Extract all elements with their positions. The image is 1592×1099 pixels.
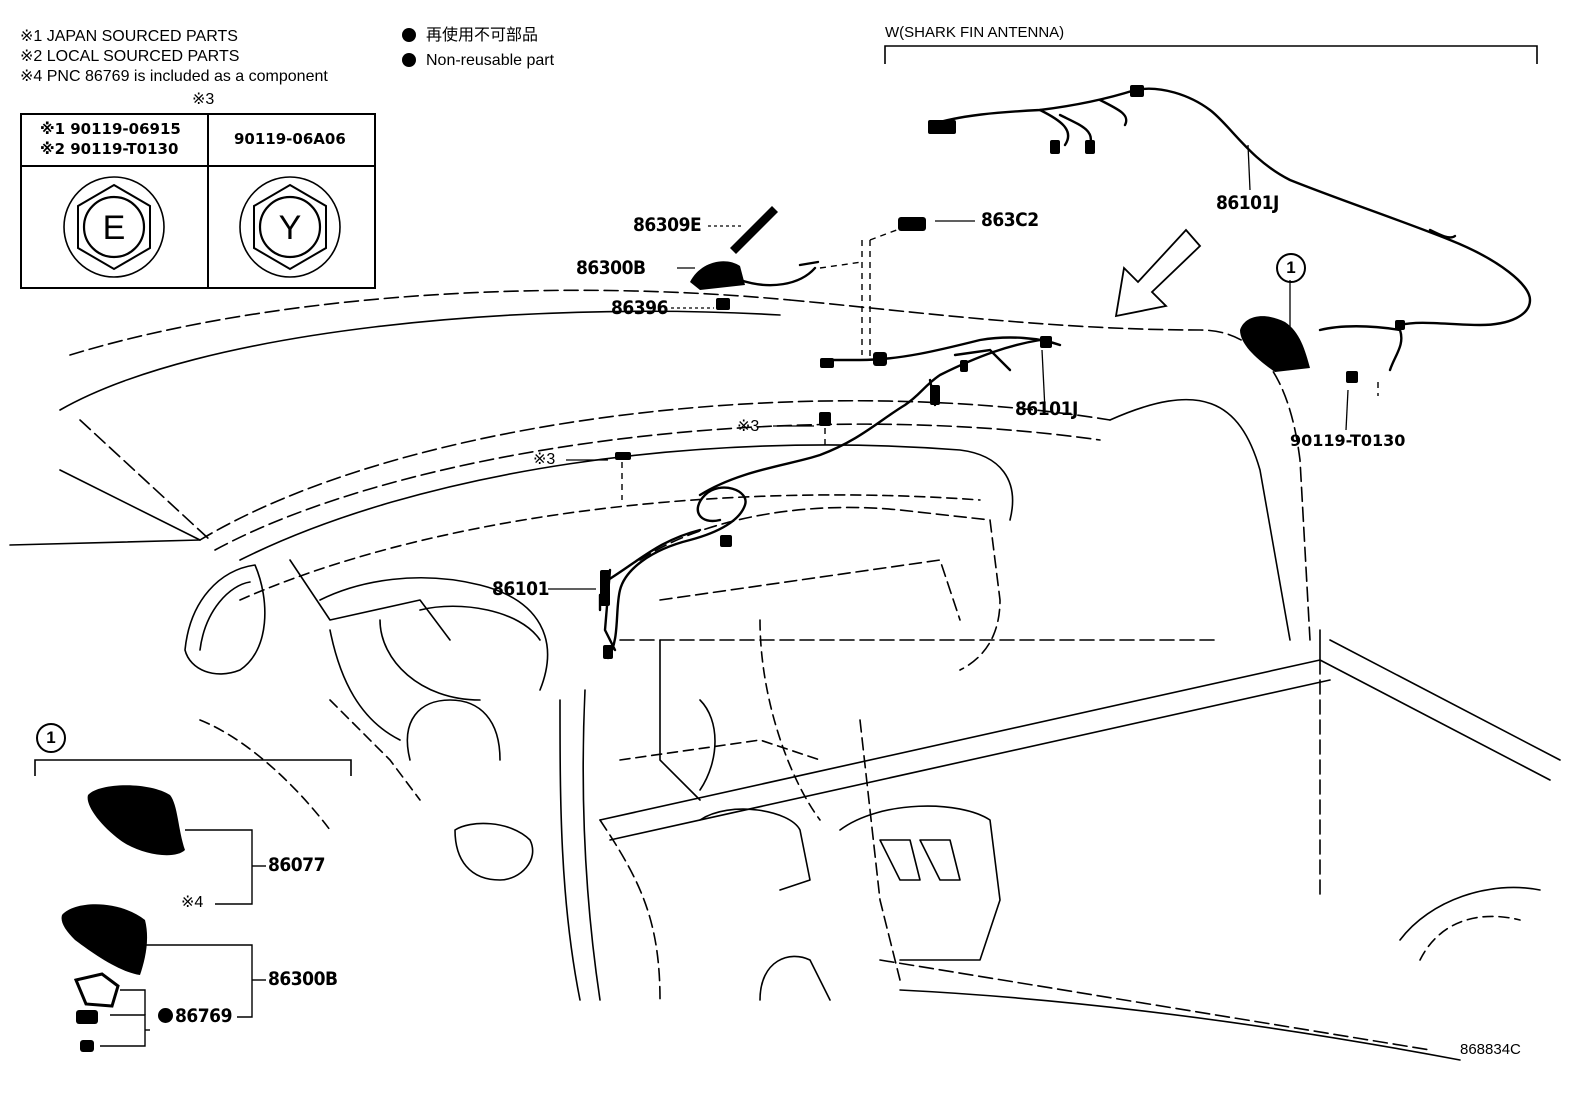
- inset-86769-label: 86769: [175, 1005, 232, 1027]
- callout-86101[interactable]: 86101: [492, 578, 549, 600]
- table-cell-part-a: ※1 90119-06915: [40, 120, 181, 138]
- inset-86077[interactable]: 86077: [268, 854, 325, 876]
- table-cell-part-b: ※2 90119-T0130: [40, 140, 179, 158]
- legend-english: Non-reusable part: [402, 52, 554, 70]
- bolt-letter-y: Y: [279, 209, 302, 247]
- diagram-id: 868834C: [1460, 1041, 1521, 1058]
- note-pnc-component: ※4 PNC 86769 is included as a component: [20, 68, 328, 85]
- circle-ref-1-main[interactable]: 1: [1276, 253, 1306, 283]
- callout-90119-T0130[interactable]: 90119-T0130: [1290, 431, 1406, 450]
- callout-863C2[interactable]: 863C2: [981, 209, 1039, 231]
- bolt-letter-e: E: [103, 209, 126, 247]
- table-divider-vertical: [207, 115, 209, 287]
- note-japan-sourced: ※1 JAPAN SOURCED PARTS: [20, 28, 238, 45]
- callout-86396[interactable]: 86396: [611, 297, 668, 319]
- callout-ref3-right: ※3: [737, 418, 760, 435]
- table-header-ref: ※3: [192, 91, 215, 108]
- non-reusable-dot-icon: [402, 53, 416, 67]
- group-title: W(SHARK FIN ANTENNA): [885, 24, 1065, 41]
- inset-86769[interactable]: 86769: [158, 1005, 232, 1027]
- callout-86101J-roof[interactable]: 86101J: [1216, 192, 1279, 214]
- callout-86101J-dash[interactable]: 86101J: [1015, 398, 1078, 420]
- legend-japanese: 再使用不可部品: [402, 27, 538, 45]
- bolt-table: ※1 90119-06915 ※2 90119-T0130 90119-06A0…: [20, 113, 376, 289]
- non-reusable-dot-icon: [402, 28, 416, 42]
- note-local-sourced: ※2 LOCAL SOURCED PARTS: [20, 48, 240, 65]
- inset-86300B[interactable]: 86300B: [268, 968, 338, 990]
- bolt-head-e-icon: E: [63, 176, 165, 278]
- legend-english-label: Non-reusable part: [426, 52, 555, 69]
- non-reusable-dot-icon: [158, 1008, 173, 1023]
- bolt-head-y-icon: Y: [239, 176, 341, 278]
- legend-japanese-label: 再使用不可部品: [426, 27, 539, 44]
- table-divider-horizontal: [22, 165, 374, 167]
- table-cell-part-c: 90119-06A06: [234, 130, 346, 148]
- circle-ref-1-inset: 1: [36, 723, 66, 753]
- inset-ref4: ※4: [181, 894, 204, 911]
- callout-ref3-left: ※3: [533, 451, 556, 468]
- callout-86300B[interactable]: 86300B: [576, 257, 646, 279]
- callout-86309E[interactable]: 86309E: [633, 214, 702, 236]
